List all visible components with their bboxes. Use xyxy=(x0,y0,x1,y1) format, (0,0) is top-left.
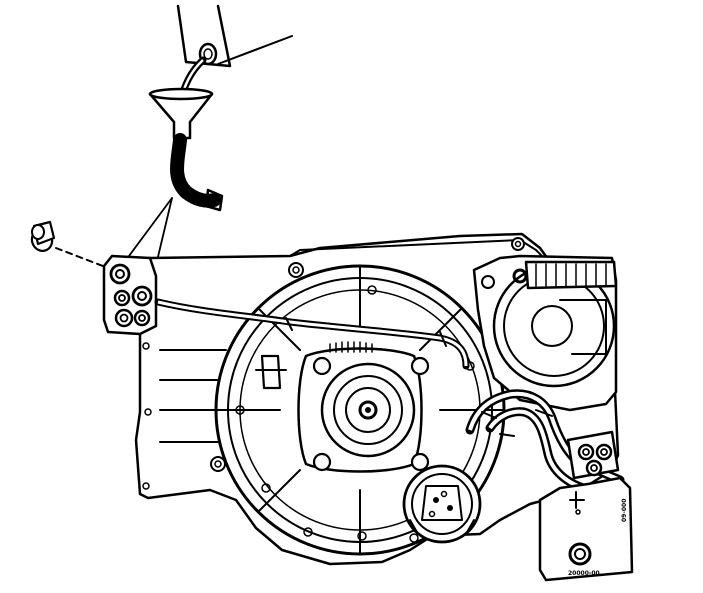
motor-bracket xyxy=(255,354,287,390)
inducer-motor-icon xyxy=(472,254,618,412)
label-plate-icon: 20000-00 09-000 xyxy=(538,476,634,582)
side-label-code: 09-000 xyxy=(621,499,628,522)
label-plate-code: 20000-00 xyxy=(568,570,600,577)
pressure-switch-icon xyxy=(402,464,482,544)
flue-pipes xyxy=(465,389,625,495)
removed-cap-icon xyxy=(30,220,109,269)
funnel-icon xyxy=(148,87,214,140)
right-drain-ports xyxy=(566,430,620,480)
drain-ports-icon xyxy=(102,254,158,336)
oil-bottle-icon xyxy=(176,4,293,68)
hose-icon xyxy=(170,133,224,212)
wire-harness xyxy=(154,298,470,370)
